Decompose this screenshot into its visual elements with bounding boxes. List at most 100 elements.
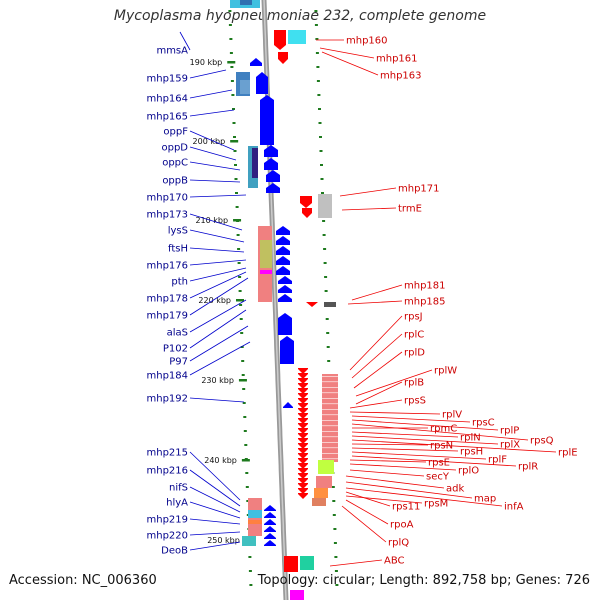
gene-label-leader <box>351 431 459 438</box>
gene-label-leader <box>355 381 403 405</box>
gene-label-leader <box>351 447 459 452</box>
gene-label: mhp179 <box>146 311 188 322</box>
reverse-gene-arrow <box>298 443 308 449</box>
gene-label: rplP <box>500 426 519 437</box>
outer-dot <box>316 66 320 68</box>
gene-label: mhp160 <box>346 36 388 47</box>
outer-dot <box>315 52 319 54</box>
gene-label: mhp159 <box>146 74 188 85</box>
cds-color-block <box>324 302 336 307</box>
gene-label-leader <box>189 501 241 519</box>
reverse-gene-arrow <box>302 208 312 218</box>
gene-label: P97 <box>169 357 188 368</box>
gene-label: oppC <box>162 158 188 169</box>
gene-label-leader <box>341 207 397 211</box>
gene-label: rpsE <box>428 458 450 469</box>
gene-label: mhp219 <box>146 515 188 526</box>
forward-gene-arrow <box>266 183 280 193</box>
outer-dot <box>314 10 318 12</box>
gene-label-leader <box>345 487 503 507</box>
gene-label: adk <box>446 484 464 495</box>
reverse-gene-arrow <box>298 423 308 429</box>
gene-label-leader <box>345 495 423 504</box>
gene-label-leader <box>189 247 245 253</box>
cds-color-block <box>248 520 262 524</box>
outer-dot <box>325 318 329 320</box>
gene-label-leader <box>347 300 403 305</box>
forward-gene-arrow <box>250 58 262 66</box>
forward-gene-arrow <box>278 294 292 302</box>
gene-label-leader <box>189 213 243 231</box>
inner-dot <box>234 178 238 180</box>
reverse-gene-arrow <box>298 468 308 474</box>
inner-dot <box>242 402 246 404</box>
reverse-gene-arrow <box>298 438 308 444</box>
gene-label-leader <box>349 411 441 415</box>
cds-divider <box>322 442 338 443</box>
outer-dot <box>334 556 338 558</box>
outer-dot <box>326 332 330 334</box>
gene-label: rpoA <box>390 520 414 531</box>
gene-label-leader <box>189 299 247 333</box>
outer-dot <box>318 108 321 110</box>
gene-label-leader <box>189 531 241 536</box>
gene-label: mhp170 <box>146 193 188 204</box>
forward-gene-arrow <box>264 533 276 539</box>
inner-dot <box>244 444 248 446</box>
tick-mark <box>241 459 250 462</box>
gene-label-leader <box>339 187 397 197</box>
cds-color-block <box>240 0 252 5</box>
gene-label: map <box>474 494 496 505</box>
reverse-gene-arrow <box>274 30 286 50</box>
gene-label: oppB <box>162 176 188 187</box>
cds-color-block <box>322 374 338 462</box>
gene-label: mhp215 <box>146 448 188 459</box>
gene-label-leader <box>189 89 233 99</box>
gene-label: oppF <box>163 127 188 138</box>
forward-gene-arrow <box>264 526 276 532</box>
cds-divider <box>322 447 338 449</box>
reverse-gene-arrow <box>298 493 308 499</box>
reverse-gene-arrow <box>298 473 308 479</box>
outer-dot <box>322 234 326 236</box>
cds-divider <box>322 381 338 383</box>
gene-label: mhp164 <box>146 94 188 105</box>
gene-label-leader <box>351 443 429 446</box>
gene-label-leader <box>189 146 237 161</box>
forward-gene-arrow <box>276 236 290 245</box>
forward-gene-arrow <box>264 540 276 546</box>
reverse-gene-arrow <box>300 196 312 208</box>
outer-dot <box>319 136 322 138</box>
gene-label-leader <box>351 439 557 453</box>
gene-label-leader <box>179 31 191 51</box>
cds-color-block <box>242 536 256 546</box>
outer-dot <box>315 38 319 40</box>
inner-dot <box>235 206 239 208</box>
cds-color-block <box>284 556 298 572</box>
cds-divider <box>322 453 338 454</box>
tick-label: 200 kbp <box>193 137 226 146</box>
gene-label: mhp165 <box>146 112 188 123</box>
gene-label-leader <box>189 451 241 501</box>
cds-divider <box>322 409 338 410</box>
reverse-gene-arrow <box>298 413 308 419</box>
gene-label: rplC <box>404 330 424 341</box>
cds-divider <box>322 376 338 377</box>
inner-dot <box>234 164 237 166</box>
gene-label: rplN <box>460 433 481 444</box>
inner-dot <box>233 150 237 152</box>
inner-dot <box>246 500 250 502</box>
inner-dot <box>245 472 249 474</box>
reverse-gene-arrow <box>298 488 308 494</box>
tick-mark <box>227 61 236 64</box>
reverse-gene-arrow <box>298 428 308 434</box>
gene-label: rpsS <box>404 396 426 407</box>
tick-mark <box>230 140 239 143</box>
inner-dot <box>245 486 249 488</box>
gene-label: rplD <box>404 348 425 359</box>
outer-dot <box>324 290 328 292</box>
forward-gene-arrow <box>256 72 268 94</box>
gene-label: alaS <box>167 328 188 339</box>
outer-dot <box>332 514 336 516</box>
gene-label: nifS <box>169 483 188 494</box>
